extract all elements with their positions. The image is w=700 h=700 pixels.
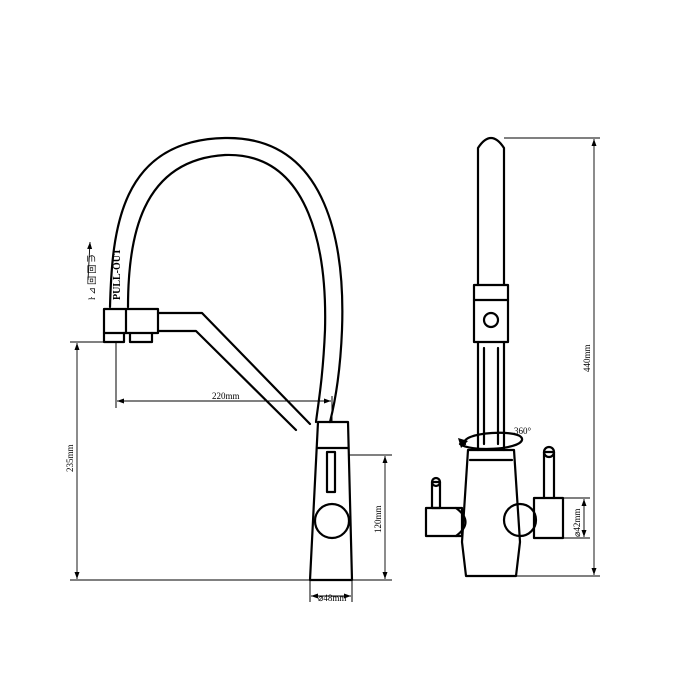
body-diameter-label: ⌀42mm <box>572 509 582 537</box>
pull-out-annotation: PULL-OUT ŀ ⊿ 回 回 ⋽ <box>87 248 123 300</box>
pull-out-label: PULL-OUT <box>112 248 123 300</box>
handle-height-dimension: 120mm <box>348 454 392 581</box>
pull-out-arrow <box>87 241 93 281</box>
reach-dimension: 220mm <box>115 342 333 422</box>
rigid-spout <box>156 311 312 432</box>
front-height-label: 440mm <box>582 344 592 372</box>
front-spout-wand <box>472 136 510 452</box>
rotation-indicator: 360° <box>458 426 532 451</box>
side-height-label: 235mm <box>65 444 75 472</box>
reach-label: 220mm <box>212 391 240 401</box>
pull-out-hose <box>108 136 344 424</box>
front-view: 360° 440mm ⌀42 <box>424 136 600 578</box>
spray-head <box>102 307 160 344</box>
base-diameter-label: ⌀48mm <box>318 593 346 603</box>
front-height-dimension: 440mm <box>504 137 600 577</box>
faucet-body <box>308 420 354 582</box>
pull-out-symbols: ŀ ⊿ 回 回 ⋽ <box>87 254 97 300</box>
handle-height-label: 120mm <box>373 505 383 533</box>
side-height-dimension: 235mm <box>65 341 312 581</box>
front-body <box>424 445 565 578</box>
base-diameter-dimension: ⌀48mm <box>309 580 353 603</box>
body-diameter-dimension: ⌀42mm <box>563 497 590 539</box>
side-view: PULL-OUT ŀ ⊿ 回 回 ⋽ 220mm 235mm 120mm <box>65 136 392 603</box>
rotation-label: 360° <box>514 426 532 436</box>
